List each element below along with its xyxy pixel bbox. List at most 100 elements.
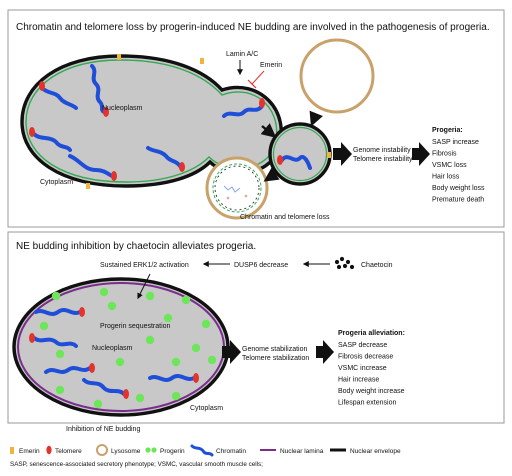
phenotype-item: Fibrosis decrease <box>338 354 393 361</box>
chromatin-strand <box>34 308 82 316</box>
progerin-sequestration-label: Progerin sequestration <box>100 323 171 330</box>
progerin-dot <box>207 355 217 365</box>
top-panel: Chromatin and telomere loss by progerin-… <box>7 9 505 228</box>
legend-label: Telomere <box>55 448 82 455</box>
lysosome-degrading <box>205 156 269 220</box>
bottom-cytoplasm-label: Cytoplasm <box>190 405 223 412</box>
lysosome-icon <box>96 444 108 456</box>
legend-label: Nuclear envelope <box>350 448 401 455</box>
legend-label: Chromatin <box>216 448 246 455</box>
emerin-mark <box>117 54 121 60</box>
telomeres <box>29 81 265 181</box>
phenotype-item: Premature death <box>432 197 484 204</box>
progeria-heading: Progeria: <box>432 127 463 134</box>
phenotype-item: Body weight increase <box>338 388 405 395</box>
chromatin-strand <box>32 132 72 152</box>
chromatin-icon <box>190 444 214 457</box>
progerin-dot <box>39 321 49 331</box>
progerin-dot <box>201 319 211 329</box>
phenotype-item: SASP increase <box>432 139 479 146</box>
progerin-dot <box>191 343 201 353</box>
phenotype-item: SASP decrease <box>338 342 387 349</box>
budding-arrow <box>260 123 277 138</box>
lysosome-empty <box>299 38 375 114</box>
progerin-dot <box>115 357 125 367</box>
legend-label: Progerin <box>160 448 185 455</box>
progerin-dot <box>107 301 117 311</box>
chromatin-strand <box>82 378 126 396</box>
abbreviation-footnote: SASP, senescence-associated secretory ph… <box>10 461 263 468</box>
phenotype-item: Body weight loss <box>432 185 485 192</box>
bottom-nucleoplasm-label: Nucleoplasm <box>92 345 133 352</box>
legend: Emerin Telomere Lysosome Progerin Chroma… <box>10 444 401 468</box>
emerin-inhibition-marker <box>247 70 265 89</box>
block-arrow-right <box>316 340 334 364</box>
lysosome-fusion-arrow <box>309 110 323 127</box>
phenotype-item: Lifespan extension <box>338 400 396 407</box>
progerin-icon <box>145 447 157 453</box>
chromatin-strand <box>148 374 196 382</box>
emerin-label: Emerin <box>260 62 282 69</box>
progerin-dot <box>171 357 181 367</box>
budding-nucleus-lamina <box>25 59 278 183</box>
telomeres <box>29 307 199 399</box>
chromatin-strand <box>146 146 182 168</box>
lamin-label: Lamin A/C <box>226 51 258 58</box>
legend-label: Nuclear lamina <box>280 448 324 455</box>
genome-stabilization-label: Genome stabilization <box>242 346 307 353</box>
chaetocin-molecules <box>334 256 355 270</box>
erk-label: Sustained ERK1/2 activation <box>100 262 189 269</box>
progerin-dot <box>163 313 173 323</box>
block-arrow-right <box>333 142 352 166</box>
telomere-stabilization-label: Telomere stabilization <box>242 355 309 362</box>
emerin-mark <box>200 58 204 64</box>
progerin-dot <box>145 335 155 345</box>
chromatin-strand <box>32 336 78 348</box>
chromatin-telomere-loss-label: Chromatin and telomere loss <box>240 214 330 221</box>
block-arrow-right <box>222 340 241 364</box>
emerin-mark <box>86 183 90 189</box>
erk-effect-arrow <box>137 273 151 300</box>
degradation-arrow <box>263 167 280 182</box>
progerin-dot <box>171 391 181 401</box>
dusp6-label: DUSP6 decrease <box>234 262 288 269</box>
budded-micronucleus <box>268 122 332 186</box>
bottom-panel: NE budding inhibition by chaetocin allev… <box>7 231 505 433</box>
progerin-dot <box>99 287 109 297</box>
chromatin-strand <box>40 86 78 110</box>
phenotype-item: Hair loss <box>432 174 460 181</box>
phenotype-item: Hair increase <box>338 377 379 384</box>
block-arrow-right <box>412 142 430 166</box>
chromatin-strands <box>32 308 196 396</box>
progerin-dot <box>55 385 65 395</box>
top-nucleoplasm-label: Nucleoplasm <box>102 105 143 112</box>
progerin-dot <box>51 291 61 301</box>
phenotype-item: VSMC loss <box>432 162 467 169</box>
progerin-dots <box>39 287 217 409</box>
phenotype-item: VSMC increase <box>338 365 387 372</box>
telomere-instability-label: Telomere instability <box>353 156 413 163</box>
inhibition-label: Inhibition of NE budding <box>66 426 140 433</box>
progerin-dot <box>145 291 155 301</box>
bottom-panel-title: NE budding inhibition by chaetocin allev… <box>16 241 256 252</box>
genome-instability-label: Genome instability <box>353 147 411 154</box>
phenotype-item: Fibrosis <box>432 151 457 158</box>
chromatin-strand <box>68 154 114 178</box>
top-cytoplasm-label: Cytoplasm <box>40 179 73 186</box>
chromatin-strand <box>222 104 264 118</box>
chromatin-strands <box>32 64 264 178</box>
telomere-icon <box>46 445 52 455</box>
emerin-icon <box>10 447 14 454</box>
progerin-dot <box>93 399 103 409</box>
alleviation-heading: Progeria alleviation: <box>338 330 405 337</box>
chaetocin-label: Chaetocin <box>361 262 393 269</box>
progerin-dot <box>55 349 65 359</box>
chromatin-strand <box>44 366 92 374</box>
progerin-dot <box>135 393 145 403</box>
chromatin-strand <box>90 64 106 114</box>
progerin-dot <box>181 295 191 305</box>
top-panel-title: Chromatin and telomere loss by progerin-… <box>16 22 490 33</box>
